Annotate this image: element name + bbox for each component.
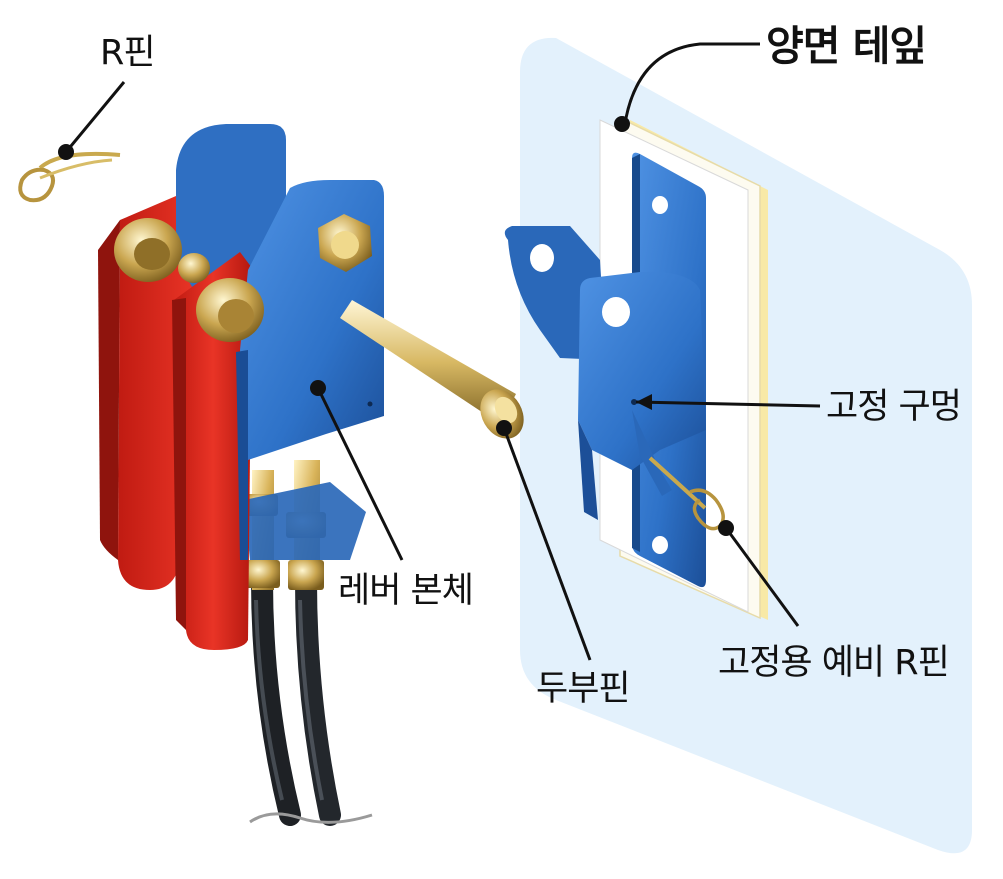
leader-fixing-hole <box>635 400 821 408</box>
leader-tape <box>624 42 760 119</box>
label-double-sided-tape: 양면 테잎 <box>766 22 927 70</box>
leader-head-pin <box>502 427 592 661</box>
fixing-hole-arrow <box>636 394 652 410</box>
label-head-pin: 두부핀 <box>536 669 631 709</box>
leader-lever-body <box>316 387 404 561</box>
label-spare-r-pin: 고정용 예비 R핀 <box>718 643 950 683</box>
leader-r-pin <box>64 81 126 153</box>
label-r-pin: R핀 <box>100 33 156 73</box>
label-fixing-hole: 고정 구멍 <box>826 387 962 427</box>
leader-dots <box>58 116 734 536</box>
bolts <box>114 214 372 342</box>
hook-bracket <box>504 226 706 520</box>
head-pin <box>340 300 524 439</box>
loose-r-pin <box>18 151 121 203</box>
red-lever-front <box>172 252 252 650</box>
cables <box>249 569 373 826</box>
leader-lines <box>64 42 821 661</box>
label-lever-body: 레버 본체 <box>338 571 474 611</box>
cable-fittings <box>244 460 366 590</box>
leader-spare-r-pin <box>724 527 800 627</box>
